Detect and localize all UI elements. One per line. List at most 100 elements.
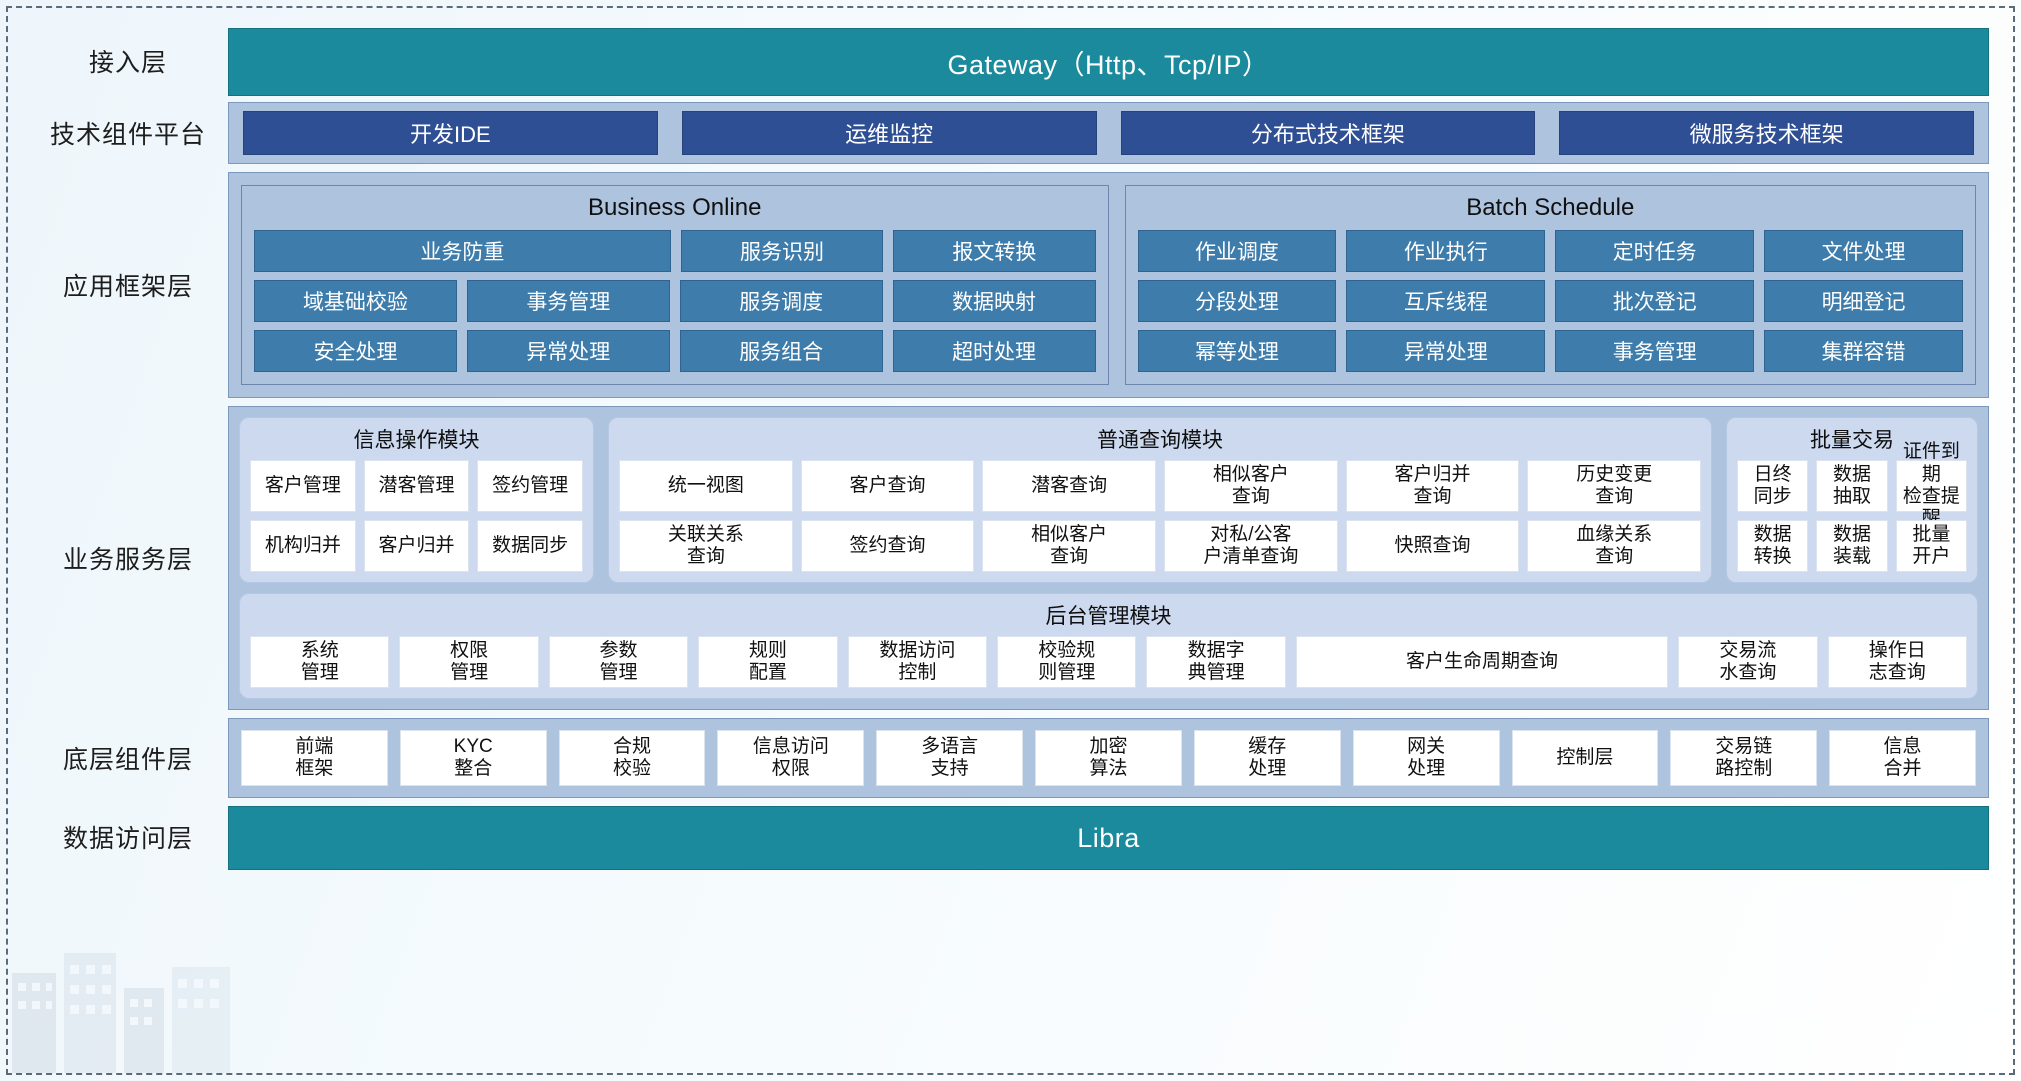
cell-data-load[interactable]: 数据 装载 <box>1816 520 1888 572</box>
cell-customer-query[interactable]: 客户查询 <box>800 460 975 512</box>
fw-cell-business-dedup[interactable]: 业务防重 <box>254 230 671 272</box>
cell-prospect-query[interactable]: 潜客查询 <box>982 460 1157 512</box>
cell-multilanguage-support[interactable]: 多语言 支持 <box>876 730 1024 786</box>
fw-cell-service-dispatch[interactable]: 服务调度 <box>679 280 883 322</box>
admin-management-row: 系统 管理 权限 管理 参数 管理 规则 配置 数据访问 控制 校验规 则管理 … <box>250 636 1967 688</box>
gateway-bar[interactable]: Gateway（Http、Tcp/IP） <box>228 28 1989 96</box>
cell-frontend-framework[interactable]: 前端 框架 <box>241 730 388 786</box>
fw-cell-batch-registration[interactable]: 批次登记 <box>1555 280 1755 322</box>
fw-cell-segment-processing[interactable]: 分段处理 <box>1137 280 1337 322</box>
cell-contract-management[interactable]: 签约管理 <box>477 460 584 512</box>
cell-similar-customer-query[interactable]: 相似客户 查询 <box>1164 460 1338 512</box>
cell-control-layer[interactable]: 控制层 <box>1511 730 1659 786</box>
cell-parameter-management[interactable]: 参数 管理 <box>548 636 689 688</box>
fw-cell-batch-exception-handling[interactable]: 异常处理 <box>1346 330 1546 372</box>
cell-rule-configuration[interactable]: 规则 配置 <box>698 636 838 688</box>
fw-cell-job-execution[interactable]: 作业执行 <box>1346 230 1546 272</box>
tech-chip-ops-monitor[interactable]: 运维监控 <box>681 111 1097 155</box>
layers-container: 接入层 Gateway（Http、Tcp/IP） 技术组件平台 开发IDE 运维… <box>10 10 2011 1071</box>
fw-row: 域基础校验 事务管理 服务调度 数据映射 <box>254 280 1096 322</box>
common-query-module: 普通查询模块 统一视图 客户查询 潜客查询 相似客户 查询 客户归并 查询 历史… <box>608 417 1712 583</box>
cell-operation-log-query[interactable]: 操作日 志查询 <box>1827 636 1967 688</box>
cell-data-dictionary-management[interactable]: 数据字 典管理 <box>1146 636 1286 688</box>
cell-kyc-integration[interactable]: KYC 整合 <box>399 730 547 786</box>
layer-label-tech-platform: 技术组件平台 <box>49 121 206 149</box>
business-modules-top: 信息操作模块 客户管理 潜客管理 签约管理 机构归并 客户归并 <box>239 417 1978 583</box>
cell-unified-view[interactable]: 统一视图 <box>619 460 793 512</box>
fw-cell-service-composition[interactable]: 服务组合 <box>679 330 883 372</box>
cell-similar-customer-query-2[interactable]: 相似客户 查询 <box>982 520 1157 572</box>
batch-transaction-module-title: 批量交易 <box>1810 429 1894 452</box>
fw-row: 幂等处理 异常处理 事务管理 集群容错 <box>1137 330 1963 372</box>
business-modules-bottom: 后台管理模块 系统 管理 权限 管理 参数 管理 规则 配置 数据访问 控制 校… <box>239 593 1978 699</box>
business-online-rows: 业务防重 服务识别 报文转换 域基础校验 事务管理 服务调度 数据映射 <box>254 230 1096 372</box>
cell-customer-merge-query[interactable]: 客户归并 查询 <box>1345 460 1520 512</box>
cell-retail-corporate-list-query[interactable]: 对私/公客 户清单查询 <box>1164 520 1338 572</box>
info-operation-module: 信息操作模块 客户管理 潜客管理 签约管理 机构归并 客户归并 <box>239 417 594 583</box>
batch-schedule-title: Batch Schedule <box>1466 194 1635 221</box>
cell-gateway-processing[interactable]: 网关 处理 <box>1352 730 1500 786</box>
cell-eod-sync[interactable]: 日终 同步 <box>1737 460 1809 512</box>
libra-bar[interactable]: Libra <box>228 806 1989 870</box>
fw-cell-file-processing[interactable]: 文件处理 <box>1764 230 1963 272</box>
fw-cell-service-identify[interactable]: 服务识别 <box>680 230 884 272</box>
layer-row-tech-platform: 技术组件平台 开发IDE 运维监控 分布式技术框架 微服务技术框架 <box>28 102 1989 164</box>
cell-data-access-control[interactable]: 数据访问 控制 <box>847 636 988 688</box>
cell-data-sync[interactable]: 数据同步 <box>477 520 584 572</box>
cell-customer-management[interactable]: 客户管理 <box>250 460 356 512</box>
cell-info-merge[interactable]: 信息 合并 <box>1829 730 1976 786</box>
fw-cell-timeout-handling[interactable]: 超时处理 <box>892 330 1096 372</box>
cell-lineage-query[interactable]: 血缘关系 查询 <box>1527 520 1702 572</box>
app-framework-panel: Business Online 业务防重 服务识别 报文转换 域基础校验 事务管… <box>228 172 1989 398</box>
cell-system-management[interactable]: 系统 管理 <box>250 636 390 688</box>
fw-cell-mutex-thread[interactable]: 互斥线程 <box>1346 280 1546 322</box>
cell-compliance-validation[interactable]: 合规 校验 <box>558 730 706 786</box>
fw-row: 分段处理 互斥线程 批次登记 明细登记 <box>1137 280 1963 322</box>
fw-cell-message-transform[interactable]: 报文转换 <box>893 230 1096 272</box>
cell-cache-processing[interactable]: 缓存 处理 <box>1193 730 1341 786</box>
layer-row-app-framework: 应用框架层 Business Online 业务防重 服务识别 报文转换 域 <box>28 172 1989 398</box>
cell-contract-query[interactable]: 签约查询 <box>800 520 975 572</box>
cell-batch-account-opening[interactable]: 批量 开户 <box>1895 520 1967 572</box>
cell-info-access-permission[interactable]: 信息访问 权限 <box>717 730 865 786</box>
fw-cell-job-scheduling[interactable]: 作业调度 <box>1137 230 1337 272</box>
fw-cell-detail-registration[interactable]: 明细登记 <box>1764 280 1963 322</box>
fw-cell-cluster-fault-tolerance[interactable]: 集群容错 <box>1764 330 1963 372</box>
cell-prospect-management[interactable]: 潜客管理 <box>363 460 470 512</box>
cell-permission-management[interactable]: 权限 管理 <box>399 636 539 688</box>
fw-cell-security-handling[interactable]: 安全处理 <box>254 330 457 372</box>
cell-customer-merge[interactable]: 客户归并 <box>363 520 470 572</box>
fw-cell-idempotent-processing[interactable]: 幂等处理 <box>1137 330 1337 372</box>
cell-validation-rule-management[interactable]: 校验规 则管理 <box>997 636 1137 688</box>
common-query-module-title: 普通查询模块 <box>1097 429 1223 452</box>
cell-customer-lifecycle-query[interactable]: 客户生命周期查询 <box>1295 636 1669 688</box>
cell-snapshot-query[interactable]: 快照查询 <box>1345 520 1520 572</box>
fw-row: 业务防重 服务识别 报文转换 <box>254 230 1096 272</box>
fw-cell-domain-validation[interactable]: 域基础校验 <box>254 280 457 322</box>
fw-cell-batch-transaction-mgmt[interactable]: 事务管理 <box>1555 330 1755 372</box>
info-operation-module-title: 信息操作模块 <box>353 429 480 452</box>
tech-chip-distributed-framework[interactable]: 分布式技术框架 <box>1120 111 1536 155</box>
layer-label-app-framework: 应用框架层 <box>62 273 193 301</box>
cell-history-change-query[interactable]: 历史变更 查询 <box>1527 460 1702 512</box>
batch-transaction-rows: 日终 同步 数据 抽取 证件到期 检查提醒 数据 转换 数据 装载 批量 开户 <box>1737 441 1967 572</box>
tech-chip-ide[interactable]: 开发IDE <box>243 111 658 155</box>
fw-cell-transaction-mgmt[interactable]: 事务管理 <box>466 280 670 322</box>
cell-org-merge[interactable]: 机构归并 <box>250 520 356 572</box>
cell-encryption-algorithm[interactable]: 加密 算法 <box>1035 730 1182 786</box>
cell-data-extraction[interactable]: 数据 抽取 <box>1816 460 1888 512</box>
cell-certificate-expiry-reminder[interactable]: 证件到期 检查提醒 <box>1895 441 1967 529</box>
fw-cell-data-mapping[interactable]: 数据映射 <box>892 280 1096 322</box>
fw-cell-scheduled-task[interactable]: 定时任务 <box>1555 230 1755 272</box>
layer-label-access: 接入层 <box>88 49 167 77</box>
cell-transaction-link-control[interactable]: 交易链 路控制 <box>1670 730 1818 786</box>
cell-data-transform[interactable]: 数据 转换 <box>1737 520 1809 572</box>
fw-cell-exception-handling[interactable]: 异常处理 <box>466 330 670 372</box>
tech-chip-microservice-framework[interactable]: 微服务技术框架 <box>1559 111 1974 155</box>
tech-platform-panel: 开发IDE 运维监控 分布式技术框架 微服务技术框架 <box>228 102 1989 164</box>
cell-relationship-query[interactable]: 关联关系 查询 <box>619 520 793 572</box>
common-query-rows: 统一视图 客户查询 潜客查询 相似客户 查询 客户归并 查询 历史变更 查询 关… <box>619 460 1702 572</box>
cell-transaction-flow-query[interactable]: 交易流 水查询 <box>1678 636 1818 688</box>
data-access-body: Libra <box>228 806 1989 870</box>
